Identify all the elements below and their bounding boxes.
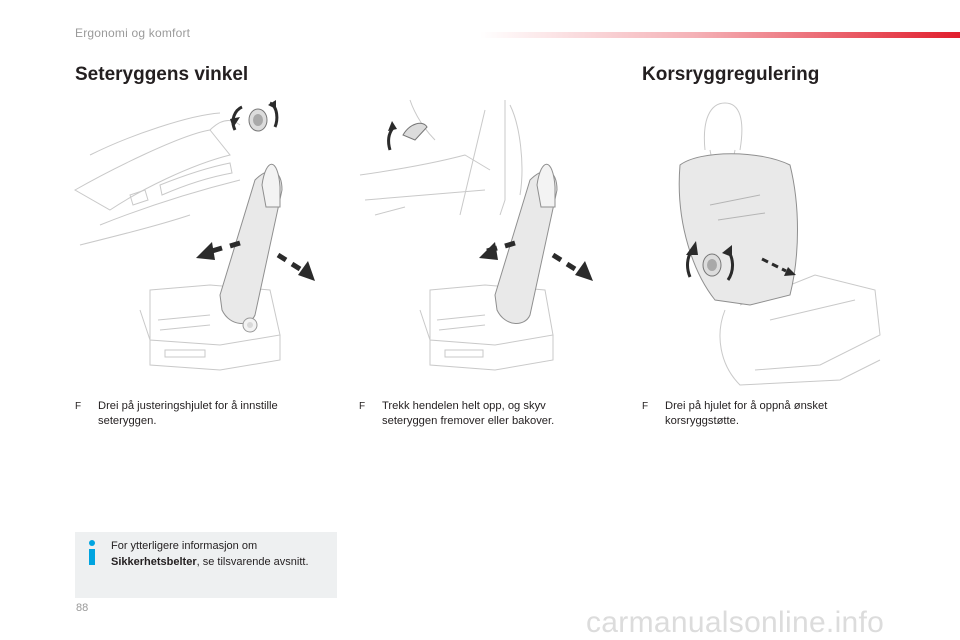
chapter-title: Ergonomi og komfort	[75, 26, 191, 40]
instruction-text: Trekk hendelen helt opp, og skyv seteryg…	[382, 400, 555, 427]
bullet-marker: F	[642, 401, 649, 412]
info-text-before: For ytterligere informasjon om	[111, 540, 258, 552]
bullet-marker: F	[359, 401, 366, 412]
illustration-lumbar-wheel	[678, 102, 881, 386]
instruction-item: F Drei på justeringshjulet for å innstil…	[75, 399, 315, 429]
bullet-marker: F	[75, 401, 82, 412]
info-note: For ytterligere informasjon om Sikkerhet…	[75, 532, 337, 598]
instruction-text: Drei på hjulet for å oppnå ønsket korsry…	[665, 400, 828, 427]
section-title-lumbar: Korsryggregulering	[642, 64, 820, 85]
info-text-after: , se tilsvarende avsnitt.	[196, 556, 309, 568]
info-link-seatbelts[interactable]: Sikkerhetsbelter	[111, 556, 197, 568]
illustration-backrest-lever	[359, 99, 593, 371]
chapter-rule	[480, 32, 960, 38]
section-title-backrest-angle: Seteryggens vinkel	[75, 64, 249, 85]
info-icon	[88, 540, 96, 565]
info-text: For ytterligere informasjon om Sikkerhet…	[111, 538, 326, 570]
illustration-backrest-wheel	[73, 100, 315, 371]
instruction-item: F Trekk hendelen helt opp, og skyv seter…	[359, 399, 589, 429]
instruction-item: F Drei på hjulet for å oppnå ønsket kors…	[642, 399, 872, 429]
page-number: 88	[76, 602, 89, 614]
instruction-text: Drei på justeringshjulet for å innstille…	[98, 400, 278, 427]
backrest-panel	[678, 153, 798, 306]
watermark: carmanualsonline.info	[586, 606, 885, 639]
